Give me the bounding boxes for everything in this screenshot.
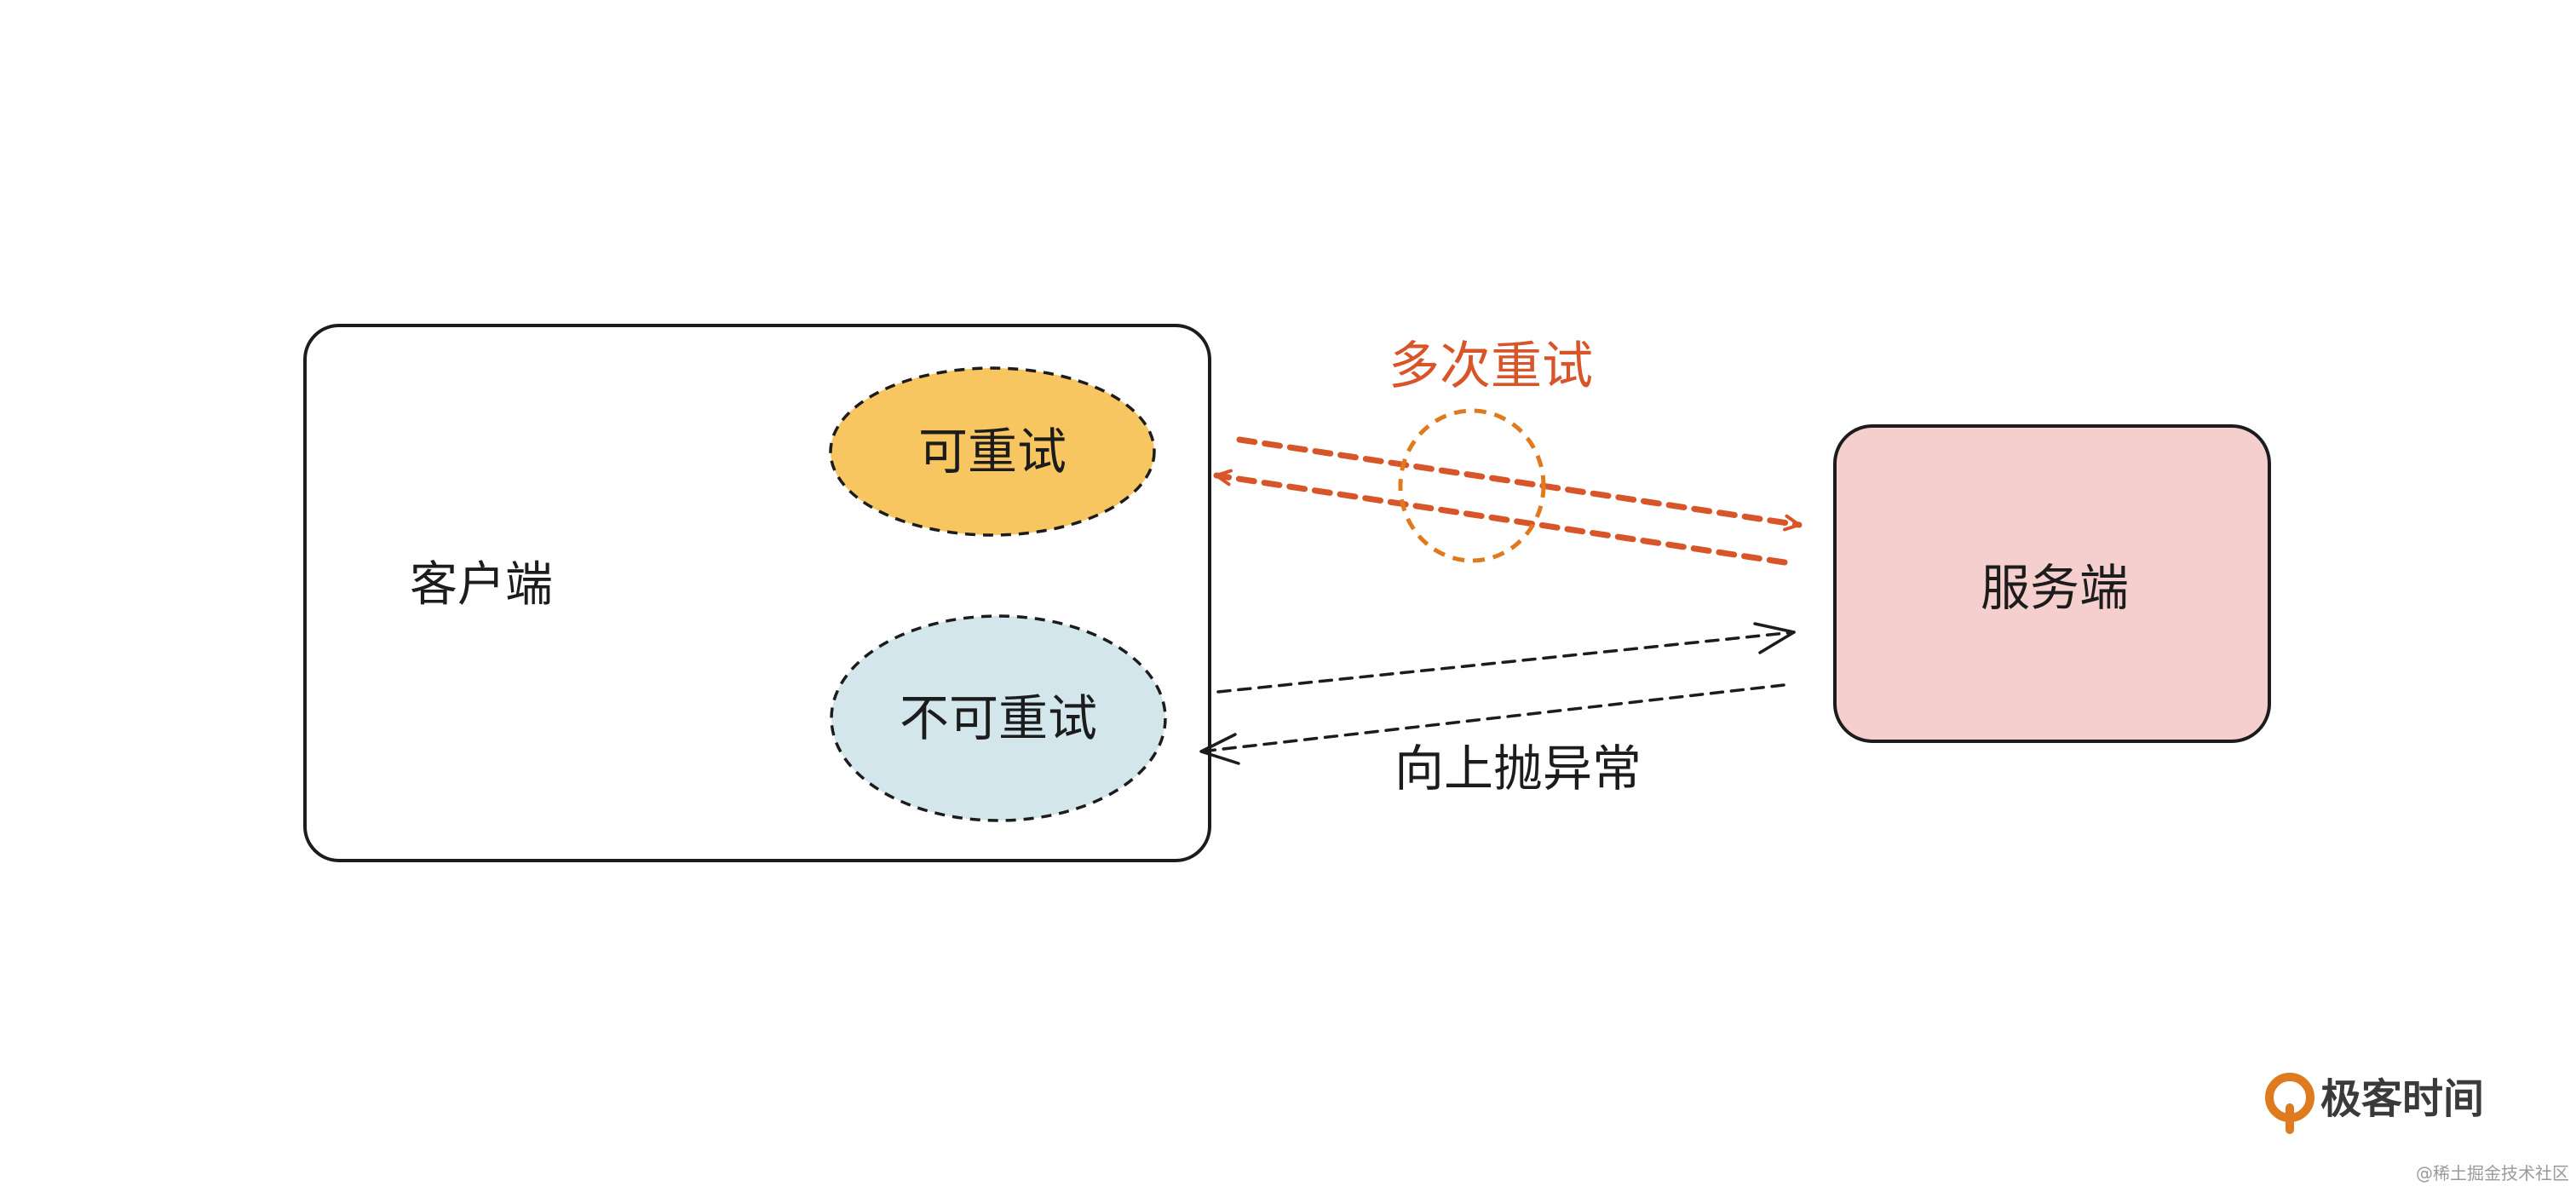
throw-request-arrow	[1216, 631, 1796, 694]
non-retryable-label: 不可重试	[900, 689, 1097, 747]
retryable-label: 可重试	[918, 423, 1067, 481]
brand-name: 极客时间	[2320, 1075, 2484, 1123]
server-box	[1833, 424, 2271, 743]
throw-request-arrowhead	[1753, 622, 1796, 654]
retry-response-arrow	[1213, 469, 1788, 566]
throw-path-label: 向上抛异常	[1394, 740, 1642, 798]
brand-watermark: 极客时间 @稀土掘金技术社区	[2265, 1073, 2569, 1183]
throw-response-arrow	[1199, 683, 1785, 753]
non-retryable-ellipse	[830, 614, 1167, 822]
retry-loop-circle	[1398, 408, 1546, 563]
source-credit: @稀土掘金技术社区	[2416, 1163, 2569, 1183]
retryable-ellipse	[829, 366, 1156, 537]
throw-response-arrowhead	[1199, 733, 1240, 765]
server-label: 服务端	[1981, 559, 2129, 617]
retry-path-label: 多次重试	[1389, 337, 1593, 396]
client-label: 客户端	[410, 557, 553, 613]
retry-request-arrow	[1236, 436, 1803, 532]
